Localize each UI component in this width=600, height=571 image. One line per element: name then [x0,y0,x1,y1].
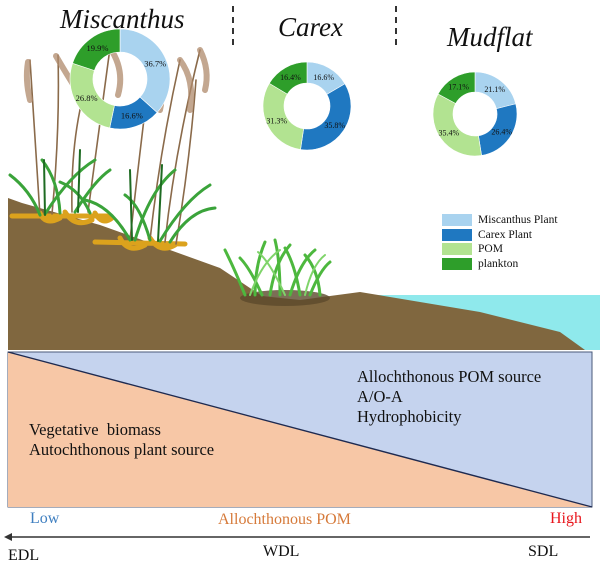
donut-charts: 36.7% 16.6% 26.8% 19.9% 16.6% 35.8% 31.3% 16.4%… [69,28,518,157]
legend-swatch [442,214,472,227]
legend-item-miscanthus-plant: Miscanthus Plant [442,213,558,228]
autochthonous-text-block: Vegetative biomass Autochthonous plant s… [29,420,214,460]
donut-data-label: 17.1% [448,83,469,92]
text-allochthonous-pom-source: Allochthonous POM source [357,367,542,386]
axis-middle-label: Allochthonous POM [218,511,351,528]
site-title-miscanthus: Miscanthus [60,4,185,34]
zone-label-sdl: SDL [528,543,559,560]
donut-slice-plankton [268,61,308,95]
chart-legend: Miscanthus Plant Carex Plant POM plankto… [442,213,558,271]
donut-data-label: 35.4% [439,128,460,137]
donut-data-label: 26.4% [491,128,512,137]
legend-item-plankton: plankton [442,257,558,272]
legend-label: Miscanthus Plant [478,214,558,227]
miscanthus-rhizomes [9,209,188,251]
zone-label-wdl: WDL [263,543,300,560]
donut-data-label: 16.4% [280,73,301,82]
legend-item-carex-plant: Carex Plant [442,228,558,243]
text-autochthonous-plant-source: Autochthonous plant source [29,440,215,459]
donut-slice-plankton [437,71,476,104]
text-vegetative-biomass: Vegetative biomass [29,420,161,439]
legend-swatch [442,243,472,256]
donut-data-label: 21.1% [484,85,505,94]
miscanthus-plants [8,45,217,245]
pom-gradient-axis [4,533,590,541]
donut-data-label: 35.8% [324,121,345,130]
donut-carex: 16.6% 35.8% 31.3% 16.4% [262,61,352,151]
axis-low-label: Low [30,510,60,527]
carex-plants [223,238,332,306]
site-title-carex: Carex [278,12,343,42]
donut-data-label: 36.7% [144,58,166,68]
donut-data-label: 19.9% [86,43,108,53]
donut-data-label: 26.8% [76,93,98,103]
donut-slice-plankton [72,28,121,71]
legend-item-pom: POM [442,242,558,257]
text-a-o-a: A/O-A [357,387,403,406]
donut-data-label: 16.6% [121,111,143,121]
donut-miscanthus: 36.7% 16.6% 26.8% 19.9% [69,28,171,130]
allochthonous-text-block: Allochthonous POM source A/O-A Hydrophob… [357,367,541,427]
zone-label-edl: EDL [8,547,40,564]
legend-swatch [442,257,472,270]
text-hydrophobicity: Hydrophobicity [357,407,462,426]
legend-label: Carex Plant [478,228,532,241]
legend-swatch [442,228,472,241]
legend-label: POM [478,243,503,256]
donut-slice-pom [432,93,482,157]
donut-mudflat: 21.1% 26.4% 35.4% 17.1% [432,71,518,157]
axis-high-label: High [550,510,582,527]
donut-data-label: 31.3% [266,116,287,125]
panel-diagonal [7,351,593,508]
soil-slope [8,198,585,350]
gradient-panel [7,351,593,508]
site-title-mudflat: Mudflat [447,22,533,52]
axis-arrowhead [4,533,12,541]
donut-slice-miscanthus-plant [119,28,171,113]
legend-label: plankton [478,257,519,270]
donut-data-label: 16.6% [313,73,334,82]
donut-slice-carex-plant [300,83,352,151]
